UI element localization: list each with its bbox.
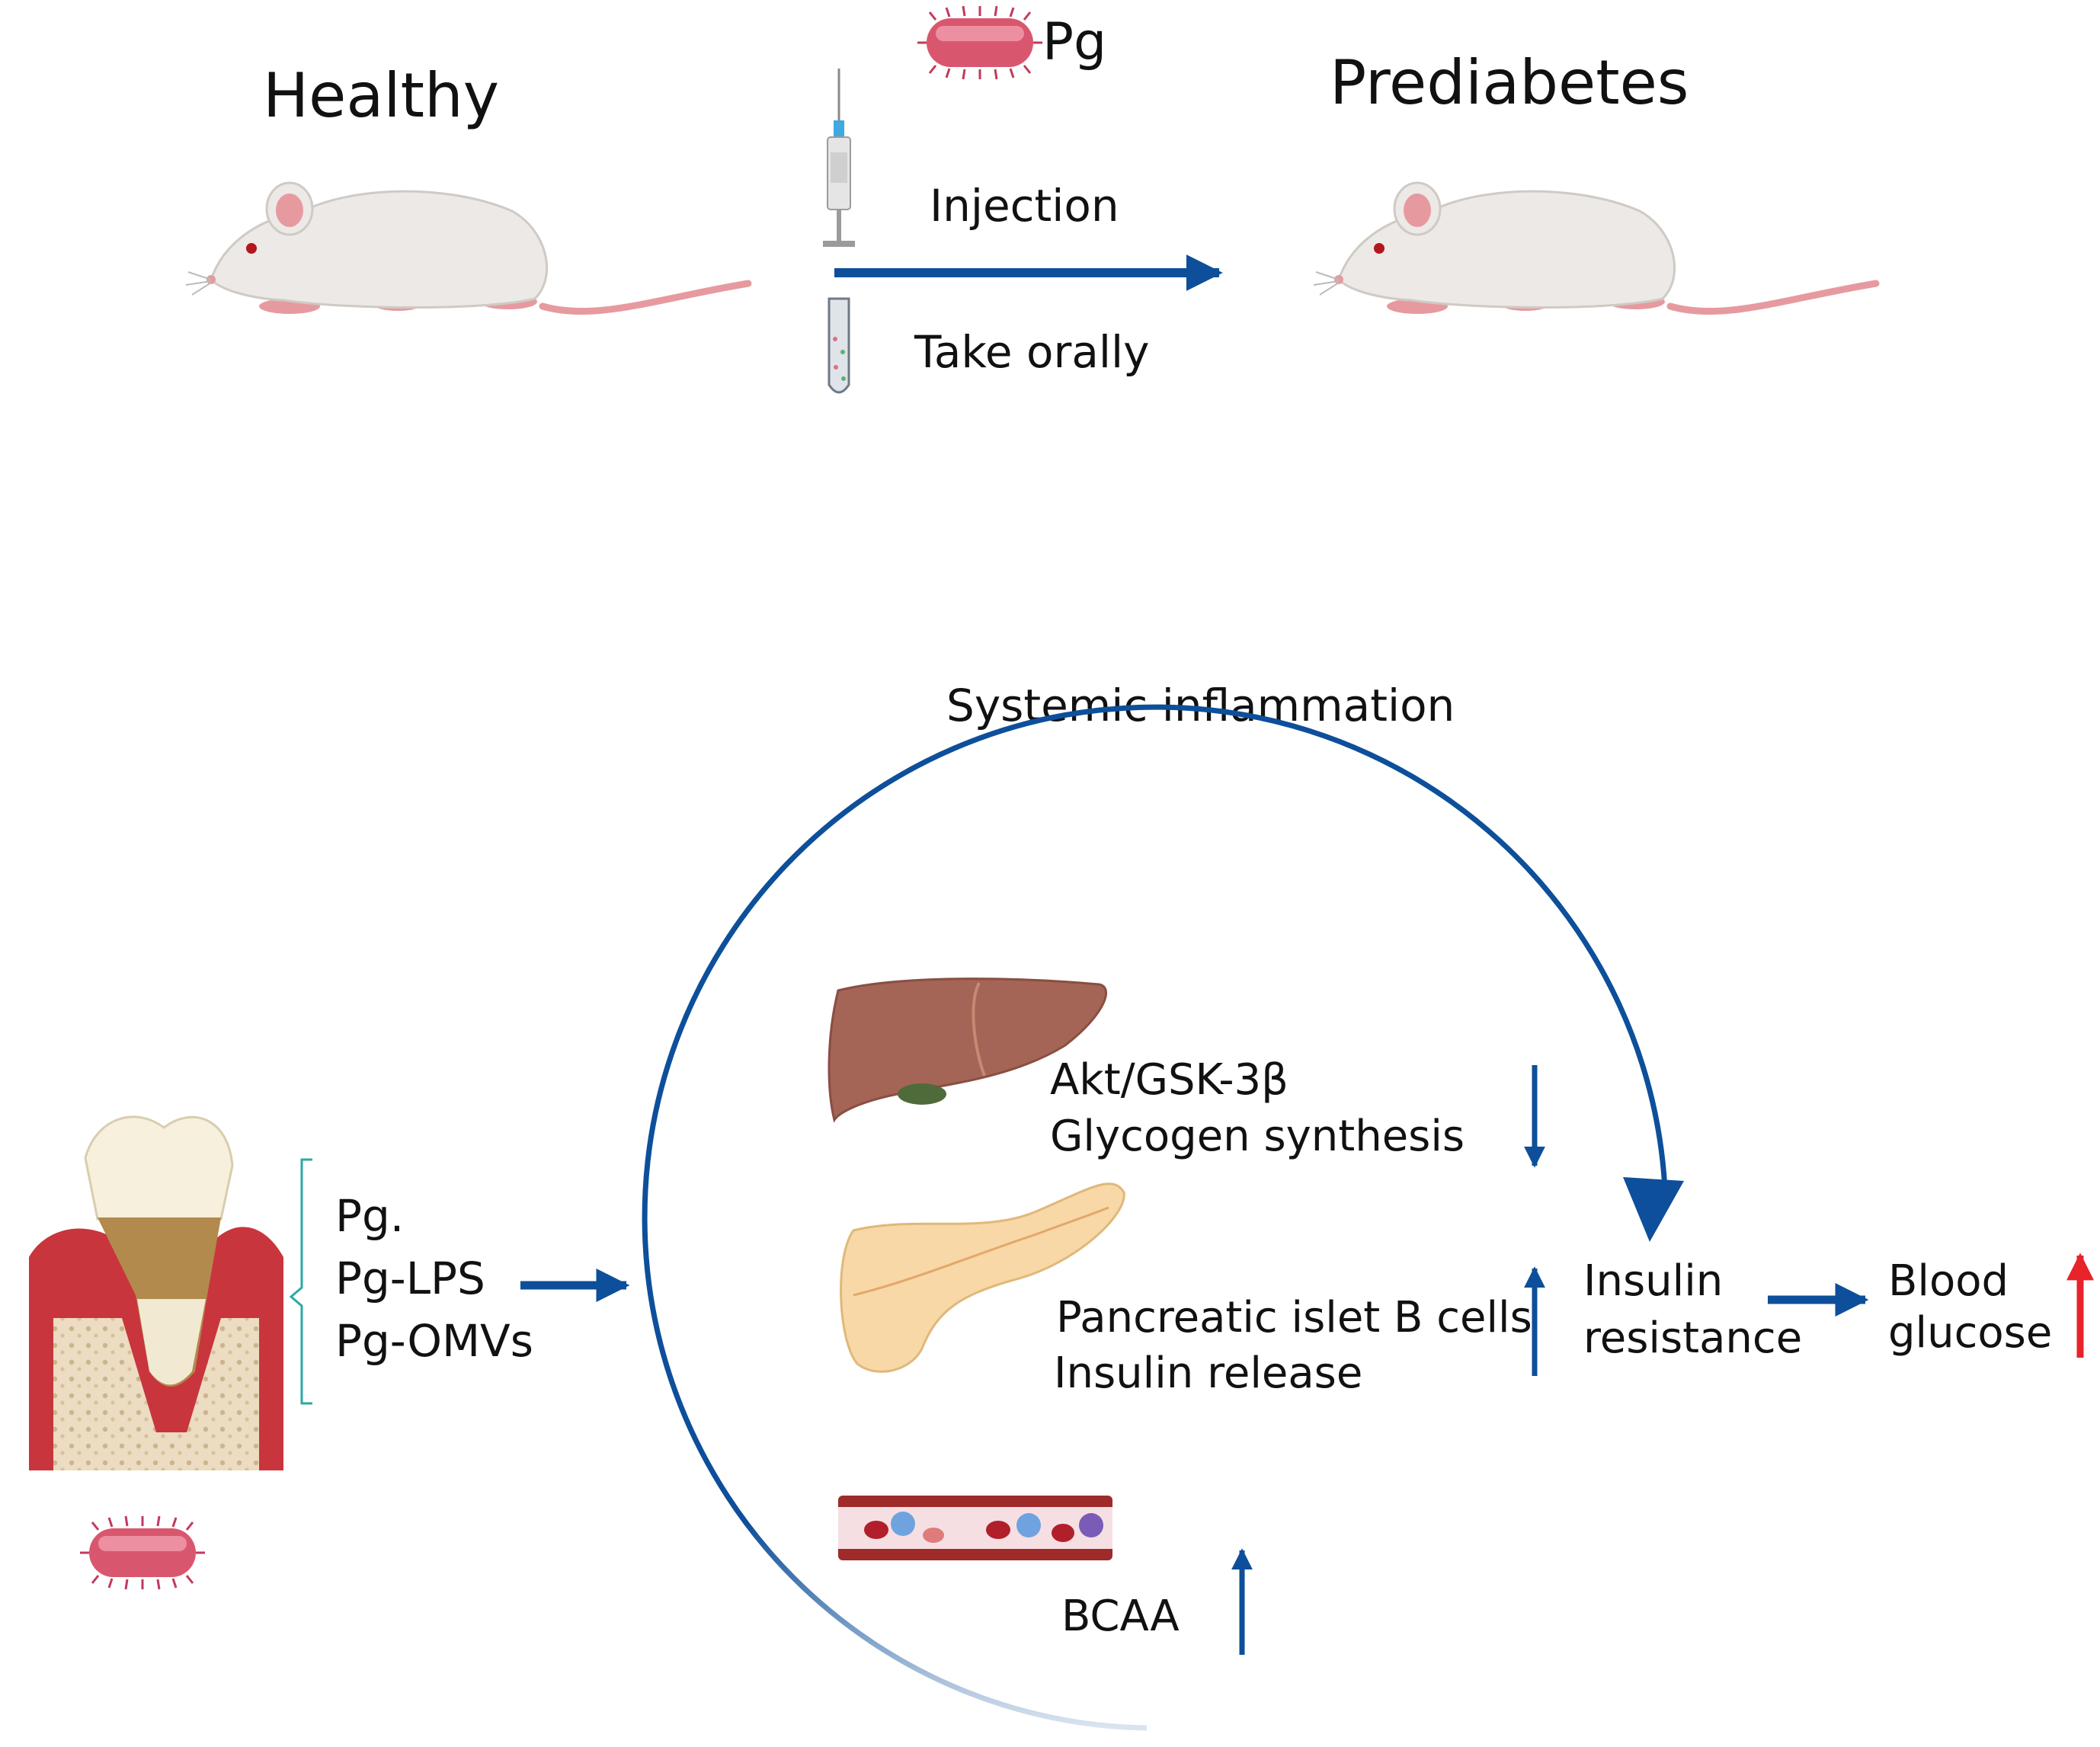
syringe-icon — [823, 69, 855, 247]
pancreas-line-2: Insulin release — [1054, 1349, 1362, 1398]
liver-icon — [828, 977, 1107, 1123]
blood-vessel-icon — [838, 1496, 1112, 1560]
healthy-mouse-icon — [186, 183, 748, 314]
prediabetes-label: Prediabetes — [1330, 47, 1689, 118]
glucose-line-2: glucose — [1888, 1308, 2052, 1358]
liver-line-1: Akt/GSK-3β — [1050, 1055, 1288, 1105]
glucose-line-1: Blood — [1888, 1256, 2009, 1306]
pg-form-3: Pg-OMVs — [335, 1315, 533, 1367]
top-section: Healthy Prediabetes Pg Injection Take or… — [186, 5, 1876, 394]
injection-label: Injection — [930, 180, 1119, 232]
bcaa-label: BCAA — [1061, 1592, 1180, 1641]
healthy-label: Healthy — [263, 60, 499, 131]
prediabetes-mouse-icon — [1314, 183, 1876, 314]
forms-bracket — [289, 1158, 312, 1405]
insulin-line-2: resistance — [1583, 1313, 1802, 1363]
tooth-icon — [23, 1115, 290, 1486]
tube-icon — [828, 297, 850, 394]
pg-form-2: Pg-LPS — [335, 1253, 485, 1304]
pg-bacterium-icon — [916, 5, 1044, 81]
pg-label: Pg — [1042, 12, 1106, 72]
liver-line-2: Glycogen synthesis — [1050, 1112, 1465, 1161]
pg-form-1: Pg. — [335, 1190, 404, 1242]
circle-arrowhead — [1623, 1177, 1684, 1242]
insulin-line-1: Insulin — [1583, 1256, 1723, 1306]
inflammation-circle-arc — [642, 704, 1668, 1731]
oral-label: Take orally — [914, 326, 1149, 378]
pg-bacterium-small-icon — [78, 1515, 206, 1591]
bottom-section: Systemic inflammation Pg. Pg-LPS Pg-OMVs — [23, 680, 2094, 1731]
pancreas-line-1: Pancreatic islet B cells — [1056, 1293, 1532, 1342]
pancreas-icon — [840, 1182, 1125, 1373]
